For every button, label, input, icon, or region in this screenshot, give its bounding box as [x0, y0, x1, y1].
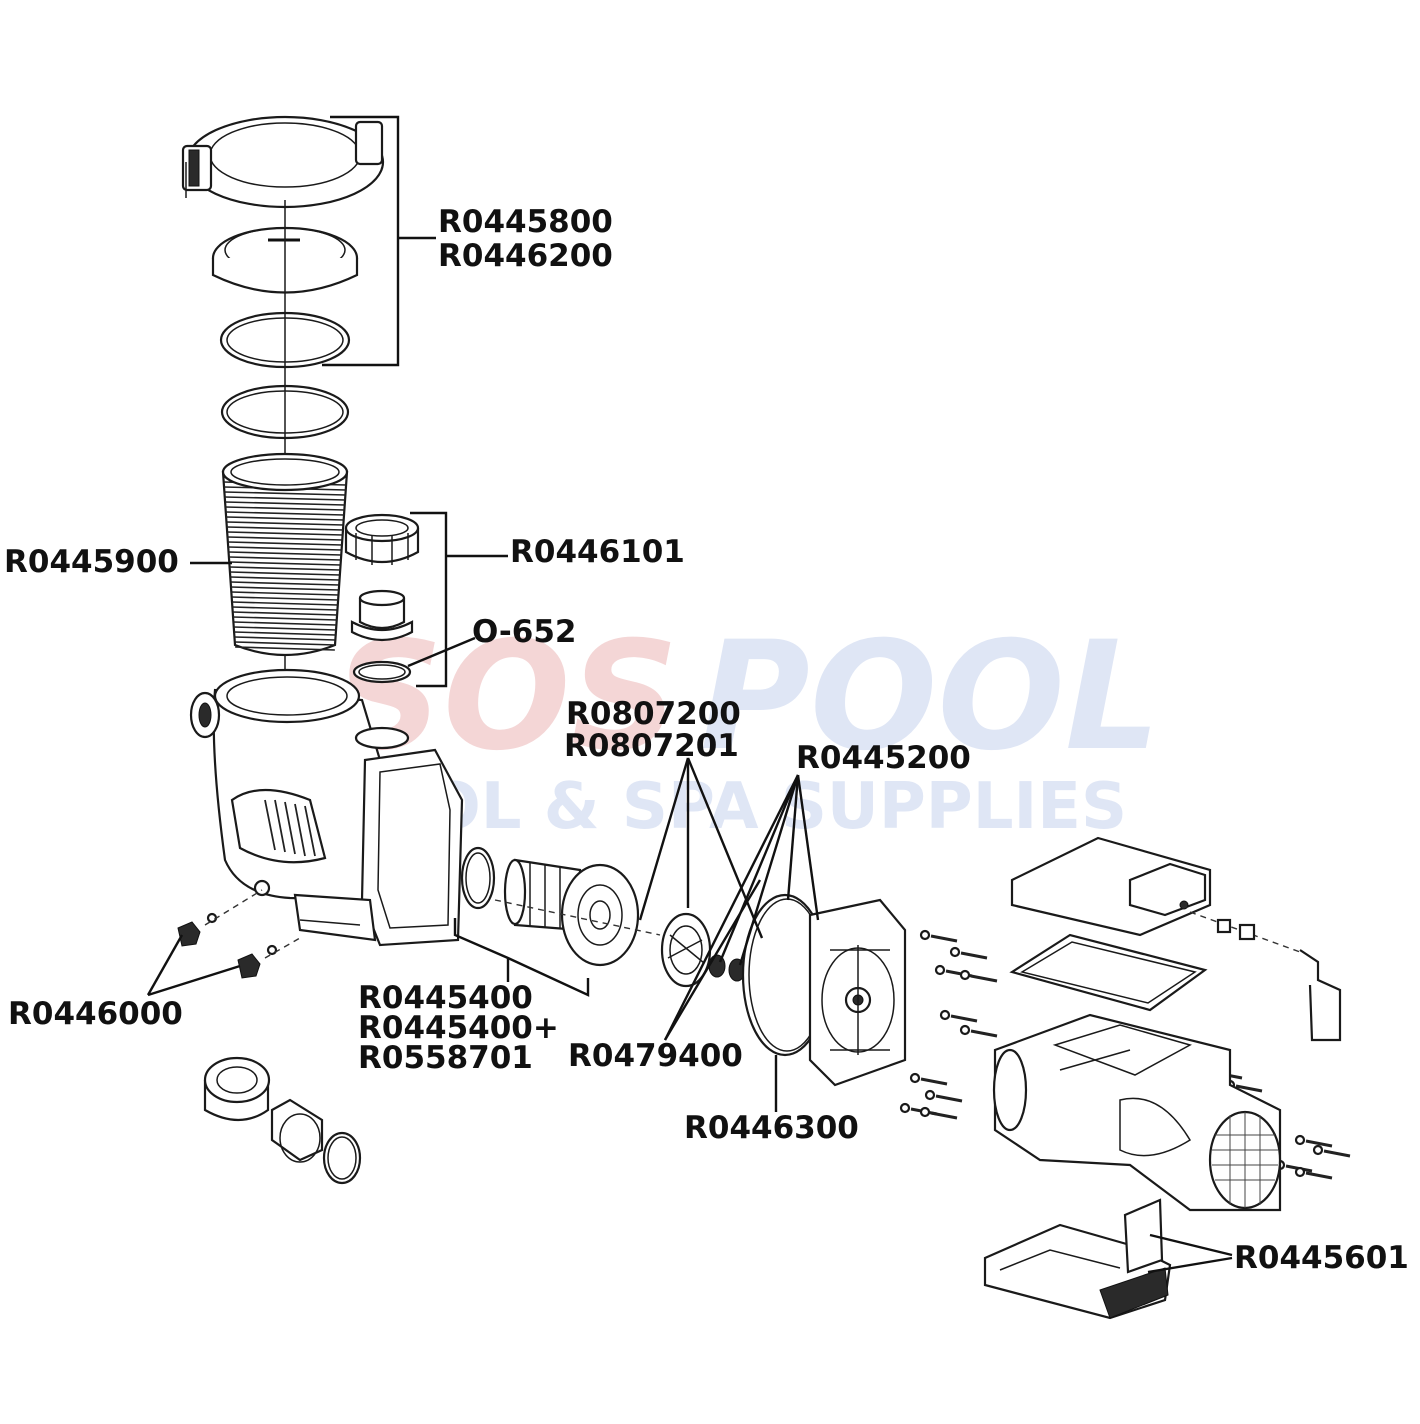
- motor: [992, 1013, 1282, 1212]
- strainer-basket: [221, 452, 349, 657]
- controller-cover: [1010, 836, 1212, 937]
- volute-plate: [560, 863, 640, 967]
- label-seal-plate: R0445200: [796, 740, 971, 776]
- spare-union-set: [203, 1056, 362, 1185]
- label-shaft-seal: R0479400: [568, 1038, 743, 1074]
- part-labels: R0445800 R0446200 R0445900 R0446101 O-65…: [4, 204, 1409, 1276]
- label-drain-plug: R0446000: [8, 996, 183, 1032]
- watermark-pool: POOL: [700, 610, 1161, 784]
- union-o-ring: [352, 660, 412, 684]
- pump-housing: [189, 668, 464, 947]
- label-oring: O-652: [472, 614, 577, 650]
- impeller: [660, 912, 712, 988]
- label-base: R0445601: [1234, 1240, 1409, 1276]
- label-basket: R0445900: [4, 544, 179, 580]
- label-lid-2: R0446200: [438, 238, 613, 274]
- label-lid-1: R0445800: [438, 204, 613, 240]
- seal-plate: [808, 898, 907, 1087]
- union-tail: [350, 589, 414, 642]
- label-impeller-2: R0807201: [564, 728, 739, 764]
- label-diffuser-1: R0445400: [358, 980, 533, 1016]
- label-impeller-1: R0807200: [566, 696, 741, 732]
- screws-seal-plate: [899, 929, 1351, 1180]
- diffuser-o-ring: [460, 846, 496, 910]
- watermark: SOS POOL POOL & SPA SUPPLIES: [325, 610, 1161, 844]
- union-nut: [344, 513, 420, 565]
- motor-base: [983, 1198, 1172, 1320]
- label-diffuser-3: R0558701: [358, 1040, 533, 1076]
- label-diffuser-2: R0445400+: [358, 1010, 559, 1046]
- cable-connector: [1189, 911, 1342, 1042]
- lock-ring: [181, 115, 385, 209]
- label-union: R0446101: [510, 534, 685, 570]
- label-gasket: R0446300: [684, 1110, 859, 1146]
- drain-plugs: [177, 889, 301, 979]
- leader-lines: [146, 115, 1233, 1274]
- cover-gasket: [1009, 933, 1208, 1012]
